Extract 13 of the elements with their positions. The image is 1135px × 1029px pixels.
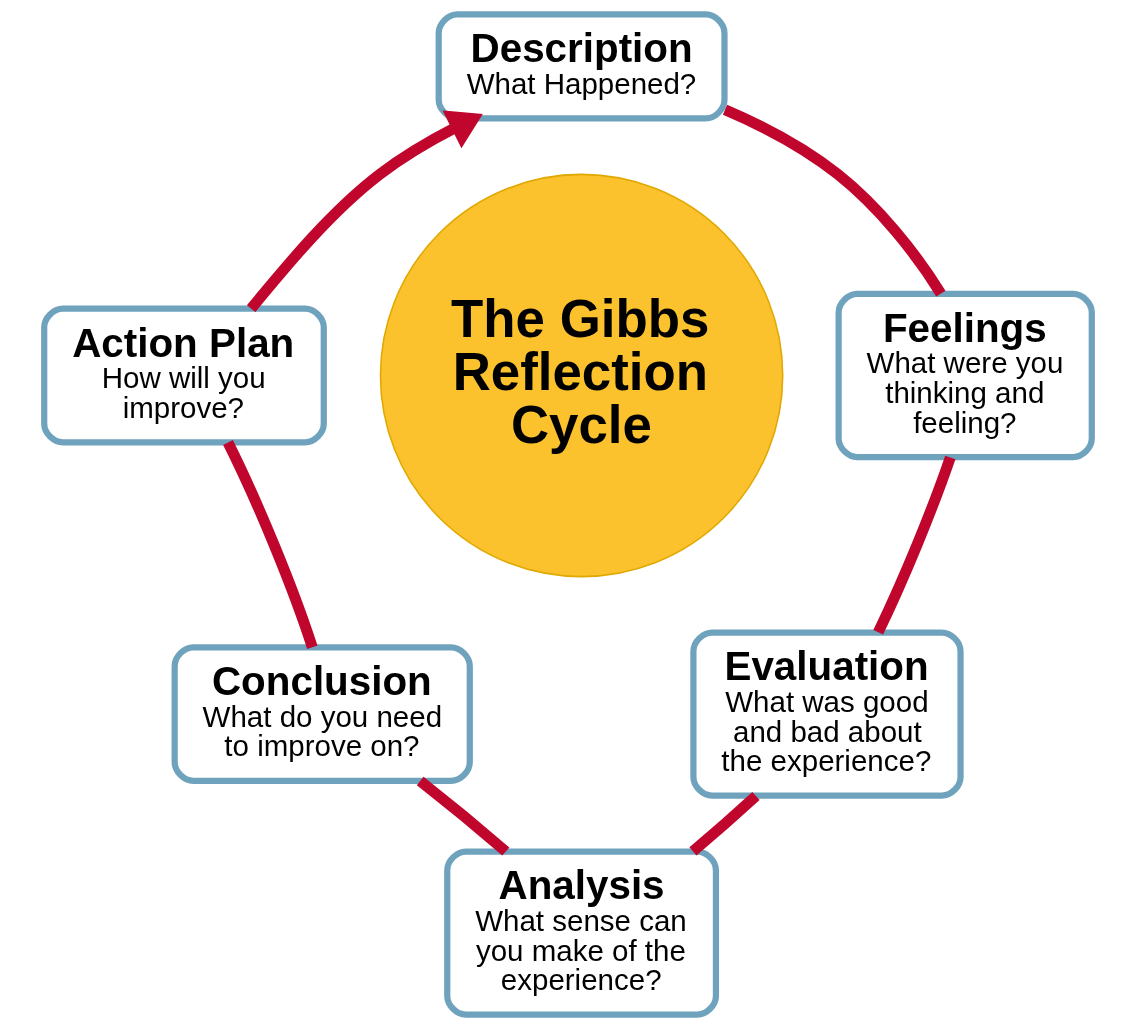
node-box: Analysis What sense can you make of the experience?	[443, 848, 719, 1018]
connector	[872, 455, 955, 635]
node-box: Feelings What were you thinking and feeling?	[835, 290, 1095, 461]
node-box: Action Plan How will you improve?	[40, 305, 327, 446]
connector	[722, 104, 945, 297]
arrow	[246, 110, 483, 313]
node-box: Evaluation What was good and bad about the experience?	[689, 629, 964, 799]
node-circle: The Gibbs Reflection Cycle	[379, 173, 783, 578]
connector	[688, 792, 760, 856]
node-box: Conclusion What do you need to improve on?	[171, 644, 473, 784]
connector	[416, 776, 509, 856]
connector	[222, 440, 317, 649]
node-box: Description What Happened?	[435, 11, 728, 122]
